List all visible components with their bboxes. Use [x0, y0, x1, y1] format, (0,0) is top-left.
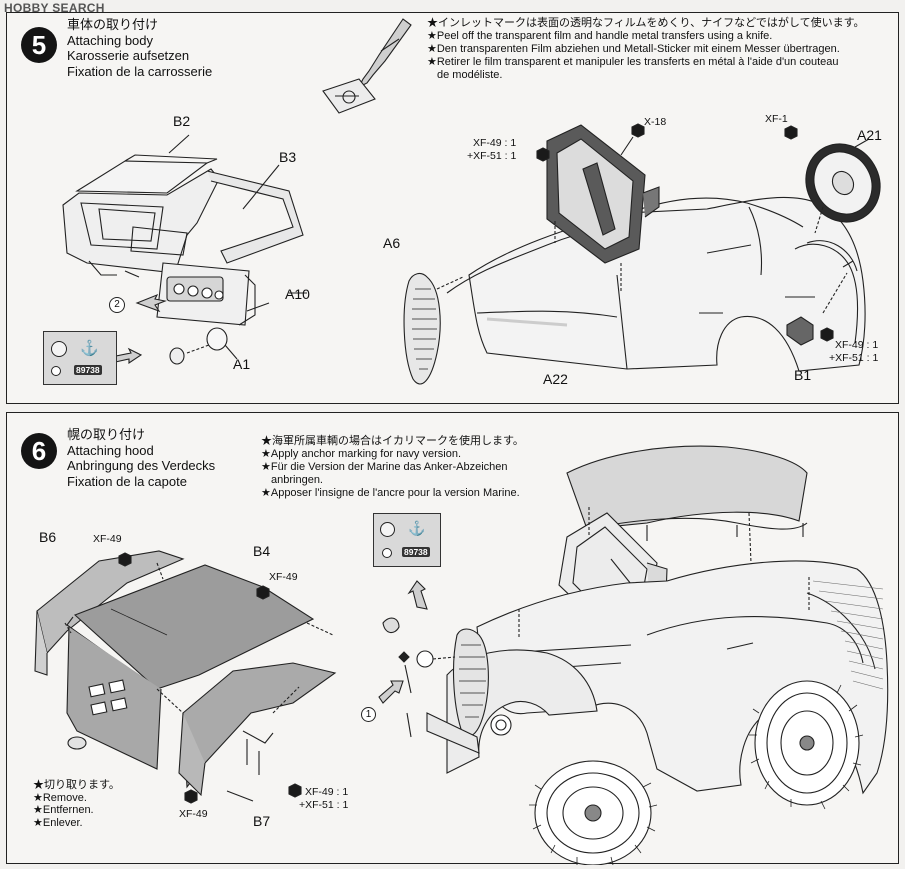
step-5-panel: 5 車体の取り付け Attaching body Karosserie aufs…	[6, 12, 899, 404]
label-b1: B1	[794, 367, 812, 383]
decal-sheet: ⚓ 89738	[373, 513, 441, 567]
step-number-badge: 6	[21, 433, 57, 469]
car-body-a22	[468, 196, 866, 372]
title-ja: 車体の取り付け	[67, 17, 159, 32]
circle-decal	[51, 341, 67, 357]
step-6-diagram	[34, 445, 889, 865]
paint-mix-left-1: XF-49 : 1	[473, 137, 517, 149]
small-circle-decal	[51, 366, 61, 376]
knife-illustration	[322, 18, 412, 114]
paint-label-xf49: XF-49	[269, 571, 298, 583]
car-with-hood	[406, 445, 889, 865]
title-en: Attaching hood	[67, 442, 154, 458]
hood-part-b4	[66, 564, 334, 770]
remove-line: ★切り取ります。	[33, 779, 120, 791]
anchor-install	[382, 585, 456, 694]
remove-mark	[67, 736, 87, 750]
paint-label-xf49: XF-49	[93, 533, 122, 545]
remove-notes: ★切り取ります。 ★Remove. ★Entfernen. ★Enlever.	[33, 779, 120, 829]
label-xf1: XF-1	[765, 113, 788, 125]
assembly-guides	[64, 622, 184, 714]
label-a22: A22	[543, 371, 568, 387]
title-en: Attaching body	[67, 32, 154, 48]
step-number-badge: 5	[21, 27, 57, 63]
step-title: 車体の取り付け Attaching body Karosserie aufset…	[67, 17, 212, 79]
paint-mix-right-2: +XF-51 : 1	[829, 352, 879, 364]
anchor-icon: ⚓	[80, 340, 99, 357]
note-line: de modéliste.	[437, 69, 503, 81]
watermark: HOBBY SEARCH	[4, 1, 105, 15]
note-line: ★Apposer l'insigne de l'ancre pour la ve…	[261, 487, 520, 499]
callout-number: 2	[109, 297, 125, 313]
title-de: Anbringung des Verdecks	[67, 458, 216, 473]
label-a6: A6	[383, 235, 401, 251]
decal-code: 89738	[74, 365, 102, 375]
step-title: 幌の取り付け Attaching hood Anbringung des Ver…	[67, 427, 215, 489]
label-b6: B6	[39, 529, 57, 545]
paint-swatches	[118, 552, 302, 804]
label-b3: B3	[279, 149, 297, 165]
remove-line: ★Remove.	[33, 791, 87, 804]
note-line: ★Apply anchor marking for navy version.	[261, 448, 462, 460]
title-de: Karosserie aufsetzen	[67, 48, 190, 63]
note-line: ★Für die Version der Marine das Anker-Ab…	[261, 461, 508, 473]
circle-decal	[380, 522, 395, 537]
step-notes: ★インレットマークは表面の透明なフィルムをめくり、ナイフなどではがして使います。…	[427, 17, 864, 82]
note-line: ★海軍所属車輌の場合はイカリマークを使用します。	[261, 435, 524, 447]
dashboard-assembly	[62, 134, 307, 326]
anchor-icon: ⚓	[408, 520, 426, 536]
hood-part-b7	[178, 662, 337, 802]
arrow-indicators	[110, 95, 359, 365]
hood-part-b6	[34, 550, 185, 676]
step-5-diagram	[62, 18, 881, 385]
paint-mix-left-2: +XF-51 : 1	[467, 150, 517, 162]
remove-line: ★Enlever.	[33, 816, 83, 829]
paint-mix-1: XF-49 : 1	[305, 786, 349, 798]
paint-label-xf49: XF-49	[179, 808, 208, 820]
note-line: ★インレットマークは表面の透明なフィルムをめくり、ナイフなどではがして使います。	[427, 17, 865, 29]
paint-mix-2: +XF-51 : 1	[299, 799, 349, 811]
label-b4: B4	[253, 543, 271, 559]
decal-code: 89738	[402, 547, 430, 557]
title-ja: 幌の取り付け	[67, 427, 146, 442]
callout-number: 1	[361, 707, 376, 722]
decal-sheet: ⚓ 89738	[43, 331, 117, 385]
note-line: ★Retirer le film transparent et manipule…	[427, 56, 839, 68]
step-notes: ★海軍所属車輌の場合はイカリマークを使用します。 ★Apply anchor m…	[261, 435, 524, 500]
bracket-b1	[786, 260, 854, 346]
label-a21: A21	[857, 127, 882, 143]
note-line: anbringen.	[271, 474, 323, 486]
title-fr: Fixation de la carrosserie	[67, 63, 213, 79]
label-b2: B2	[173, 113, 191, 129]
title-fr: Fixation de la capote	[67, 473, 187, 489]
label-a10: A10	[285, 286, 310, 302]
paint-swatches	[536, 123, 834, 342]
paint-mix-right-1: XF-49 : 1	[835, 339, 879, 351]
spare-tire-a21	[805, 138, 881, 234]
arrow-indicators	[378, 580, 428, 704]
remove-line: ★Entfernen.	[33, 804, 94, 816]
note-line: ★Den transparenten Film abziehen und Met…	[427, 43, 840, 55]
small-circle-decal	[382, 548, 392, 558]
windscreen-x18	[546, 124, 660, 291]
note-line: ★Peel off the transparent film and handl…	[427, 30, 773, 42]
label-x18: X-18	[644, 116, 667, 128]
label-b7: B7	[253, 813, 271, 829]
label-a1: A1	[233, 356, 251, 372]
knob-a1	[169, 327, 238, 365]
step-6-panel: 6 幌の取り付け Attaching hood Anbringung des V…	[6, 412, 899, 865]
